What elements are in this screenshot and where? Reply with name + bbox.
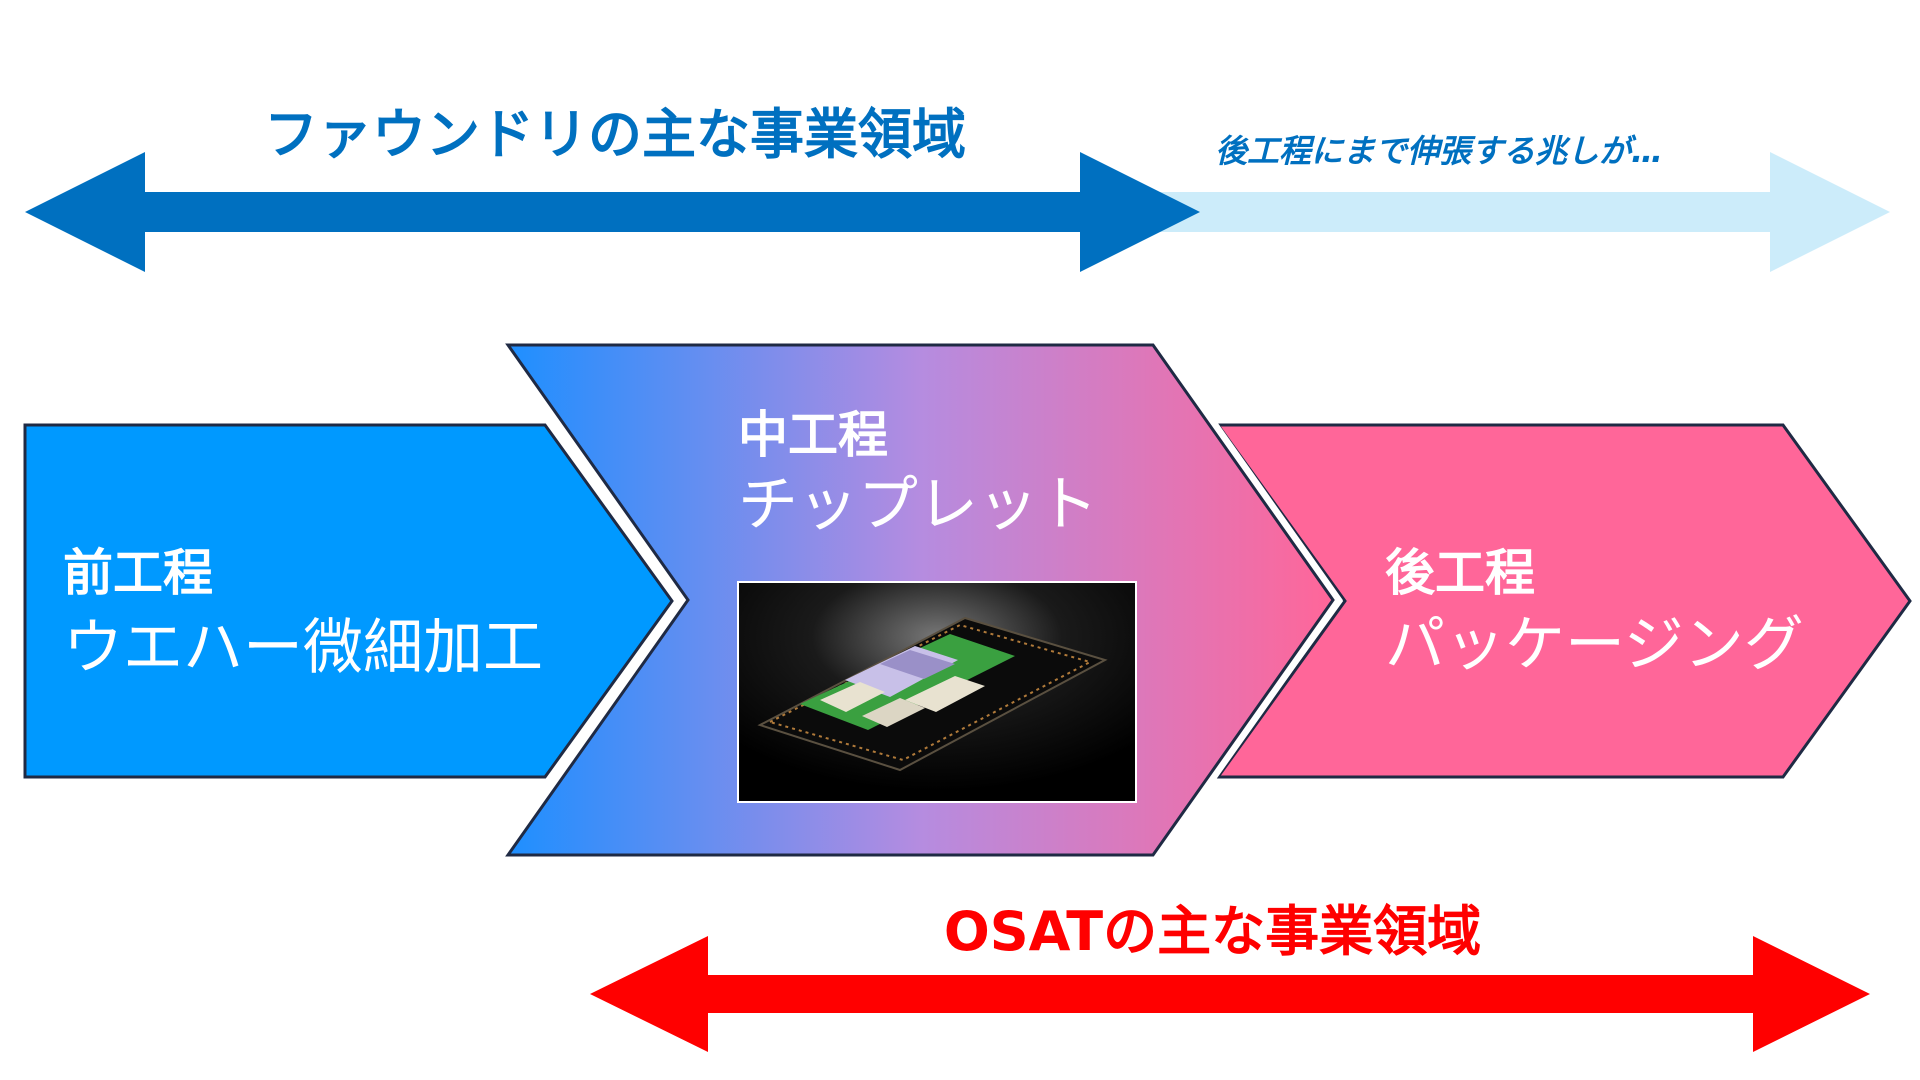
foundry-domain-arrow (25, 152, 1200, 272)
front-process-chevron (23, 423, 674, 779)
back-process-chevron (1215, 423, 1912, 779)
chiplet-package-icon (737, 581, 1137, 803)
front-process-title: 前工程 (63, 544, 213, 602)
back-process-subtitle: パッケージング (1385, 610, 1804, 680)
osat-domain-arrow (590, 936, 1870, 1052)
back-process-title: 後工程 (1385, 544, 1535, 602)
front-process-subtitle: ウエハー微細加工 (63, 613, 543, 683)
osat-domain-label: OSATの主な事業領域 (943, 900, 1482, 963)
foundry-extension-arrow (1140, 152, 1890, 272)
middle-process-title: 中工程 (738, 406, 888, 464)
foundry-extension-label: 後工程にまで伸張する兆しが… (1215, 132, 1664, 170)
middle-process-subtitle: チップレット (738, 470, 1098, 540)
foundry-domain-label: ファウンドリの主な事業領域 (264, 103, 966, 166)
